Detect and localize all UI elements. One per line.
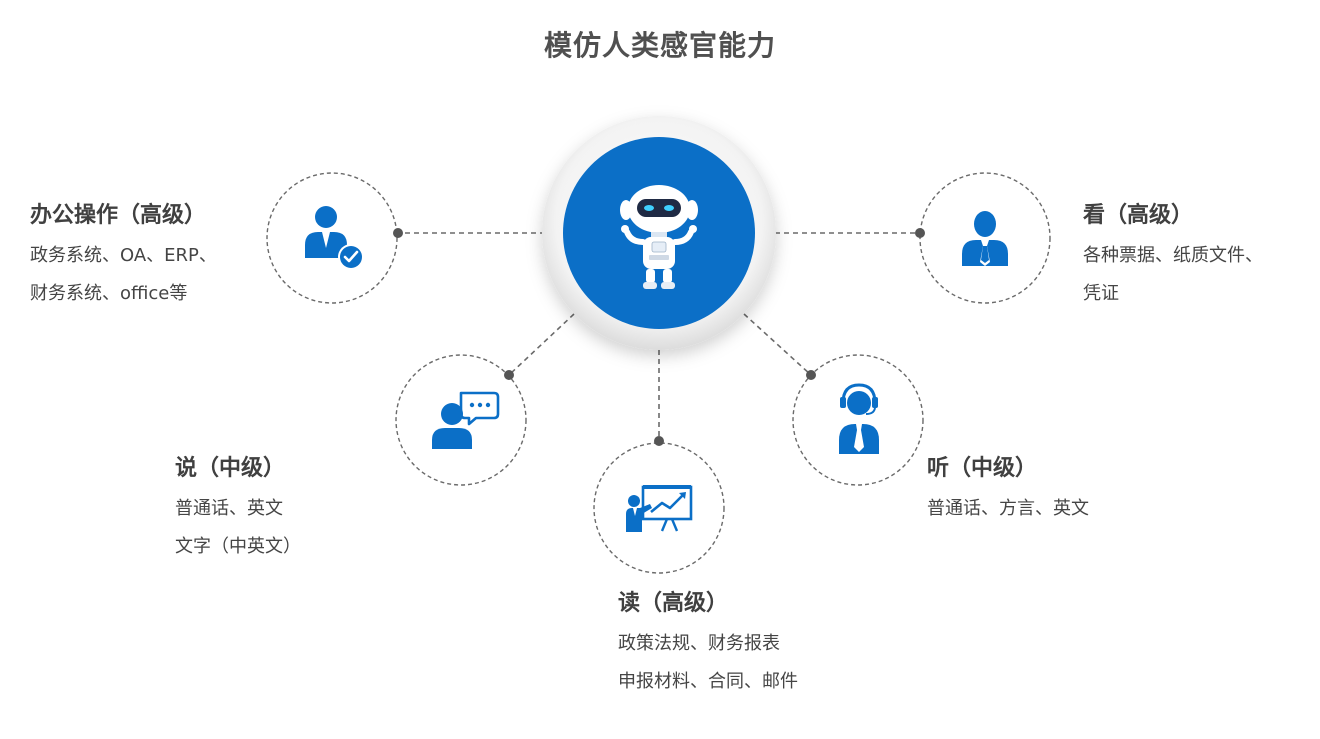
label-listen: 听（中级） 普通话、方言、英文 bbox=[927, 454, 1089, 528]
center-hub bbox=[542, 116, 776, 350]
label-see: 看（高级） 各种票据、纸质文件、 凭证 bbox=[1083, 201, 1263, 313]
label-listen-line-1: 普通话、方言、英文 bbox=[927, 498, 1089, 519]
connector-listen bbox=[743, 313, 812, 376]
label-read-line-2: 申报材料、合同、邮件 bbox=[618, 671, 798, 692]
label-speak-line-2: 文字（中英文） bbox=[175, 536, 301, 557]
label-speak-line-1: 普通话、英文 bbox=[175, 498, 283, 519]
headset-person-icon bbox=[839, 383, 879, 454]
node-read bbox=[593, 436, 725, 574]
label-see-line-1: 各种票据、纸质文件、 bbox=[1083, 245, 1263, 266]
label-office-heading: 办公操作（高级） bbox=[30, 203, 207, 228]
label-read-line-1: 政策法规、财务报表 bbox=[618, 633, 780, 654]
label-office: 办公操作（高级） 政务系统、OA、ERP、 财务系统、office等 bbox=[30, 201, 217, 313]
user-check-icon bbox=[305, 206, 364, 270]
person-speech-icon bbox=[432, 391, 500, 449]
label-see-heading: 看（高级） bbox=[1083, 203, 1194, 228]
label-read-heading: 读（高级） bbox=[618, 591, 729, 616]
label-read: 读（高级） 政策法规、财务报表 申报材料、合同、邮件 bbox=[618, 589, 798, 701]
node-listen bbox=[792, 354, 924, 486]
person-tie-icon bbox=[962, 211, 1008, 266]
connector-speak bbox=[508, 313, 575, 376]
label-office-line-1: 政务系统、OA、ERP、 bbox=[30, 245, 217, 266]
label-see-line-2: 凭证 bbox=[1083, 283, 1119, 304]
label-speak: 说（中级） 普通话、英文 文字（中英文） bbox=[175, 454, 301, 566]
presentation-chart-icon bbox=[626, 485, 693, 532]
robot-icon bbox=[620, 185, 698, 289]
connectors bbox=[398, 232, 920, 441]
label-listen-heading: 听（中级） bbox=[927, 456, 1038, 481]
node-office bbox=[266, 172, 403, 304]
label-office-line-2: 财务系统、office等 bbox=[30, 283, 188, 304]
node-speak bbox=[395, 354, 527, 486]
page-title: 模仿人类感官能力 bbox=[543, 29, 776, 62]
node-see bbox=[915, 172, 1051, 304]
label-speak-heading: 说（中级） bbox=[175, 456, 286, 481]
